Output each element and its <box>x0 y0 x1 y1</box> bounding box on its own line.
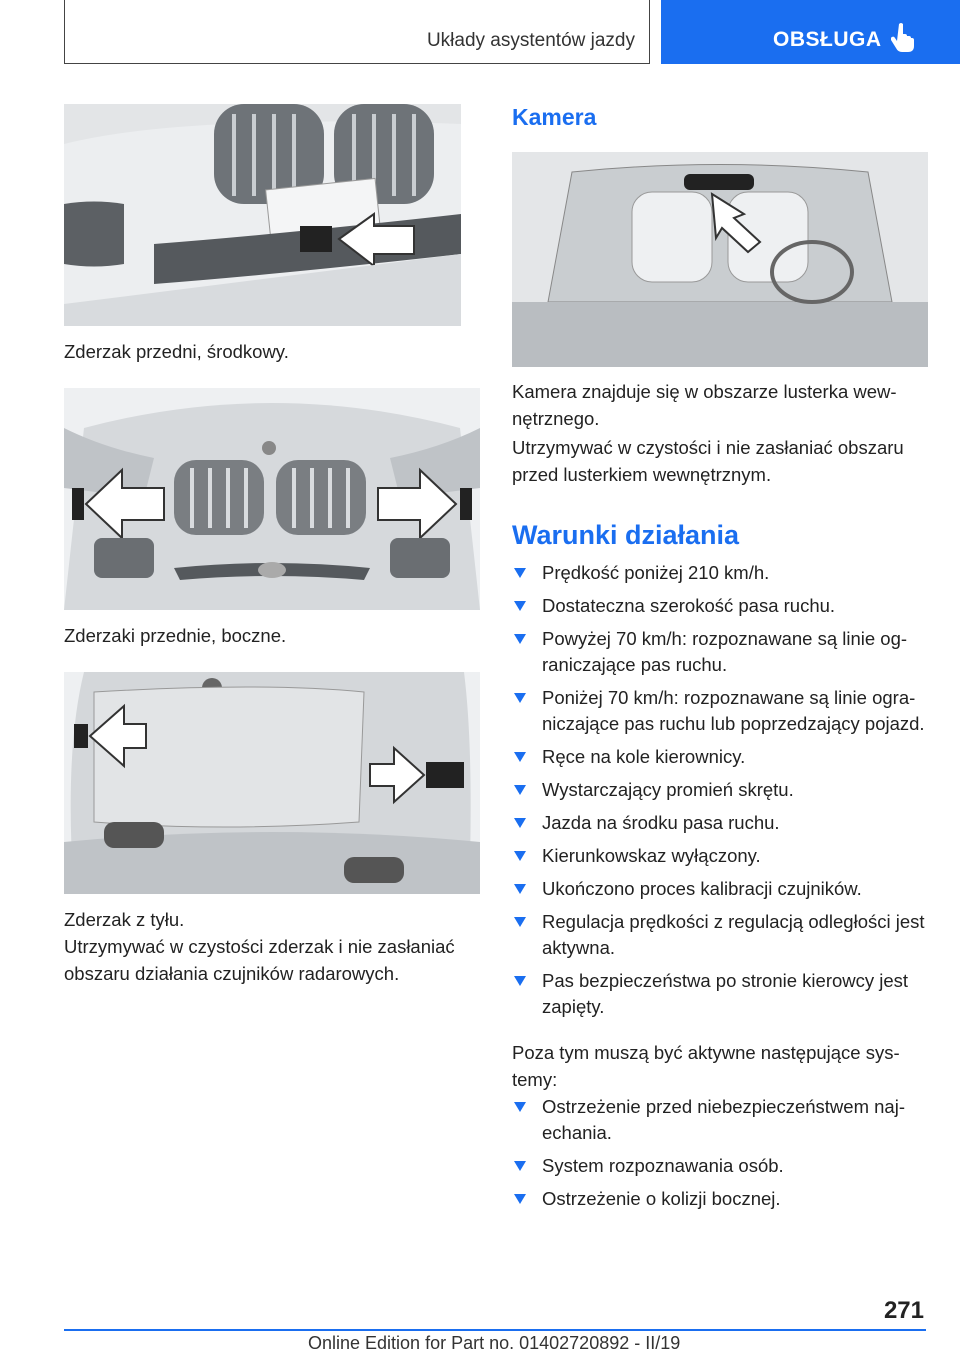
bullet-triangle-icon <box>514 752 526 762</box>
figure-camera-interior <box>512 152 928 367</box>
figure-front-bumper-sides <box>64 388 480 610</box>
list-item: Ostrzeżenie przed niebezpieczeństwem naj… <box>512 1094 927 1146</box>
caption-rear-bumper: Zderzak z tyłu. <box>64 909 185 930</box>
list-item: Jazda na środku pasa ruchu. <box>512 810 927 836</box>
list-item: System rozpoznawania osób. <box>512 1153 927 1179</box>
list-item: Powyżej 70 km/h: rozpoznawane są linie o… <box>512 626 927 678</box>
bullet-triangle-icon <box>514 785 526 795</box>
list-item: Ostrzeżenie o kolizji bocznej. <box>512 1186 927 1212</box>
paragraph-camera-keep-clean: Utrzymywać w czystości i nie zasłaniać o… <box>512 437 904 485</box>
heading-operating-conditions: Warunki działania <box>512 520 740 550</box>
bullet-triangle-icon <box>514 884 526 894</box>
list-item: Wystarczający promień skrętu. <box>512 777 927 803</box>
list-item: Pas bezpieczeństwa po stronie kierowcy j… <box>512 968 927 1020</box>
footer-edition: Online Edition for Part no. 01402720892 … <box>308 1333 681 1353</box>
conditions-list: Prędkość poniżej 210 km/h. Dostateczna s… <box>512 560 927 1027</box>
bullet-triangle-icon <box>514 818 526 828</box>
heading-camera: Kamera <box>512 104 597 130</box>
caption-front-bumper-center: Zderzak przedni, środkowy. <box>64 341 289 362</box>
page-number: 271 <box>883 1297 924 1324</box>
bullet-triangle-icon <box>514 917 526 927</box>
bullet-triangle-icon <box>514 1161 526 1171</box>
paragraph-required-systems: Poza tym muszą być aktywne następujące s… <box>512 1042 900 1090</box>
paragraph-camera-location: Kamera znajduje się w obszarze lusterka … <box>512 381 897 429</box>
chapter-tab-label: OBSŁUGA <box>773 28 882 51</box>
bullet-triangle-icon <box>514 568 526 578</box>
list-item: Kierunkowskaz wyłączony. <box>512 843 927 869</box>
figure-rear-bumper <box>64 672 480 894</box>
list-item: Ukończono proces kalibracji czujników. <box>512 876 927 902</box>
systems-list: Ostrzeżenie przed niebezpieczeństwem naj… <box>512 1094 927 1219</box>
bullet-triangle-icon <box>514 601 526 611</box>
list-item: Regulacja prędkości z regulacją odległoś… <box>512 909 927 961</box>
header-section-title: Układy asystentów jazdy <box>426 30 635 51</box>
caption-front-bumper-sides: Zderzaki przednie, boczne. <box>64 625 287 646</box>
hand-pointer-icon <box>891 23 914 52</box>
footer-divider <box>64 1329 926 1331</box>
list-item: Ręce na kole kierownicy. <box>512 744 927 770</box>
list-item: Dostateczna szerokość pasa ruchu. <box>512 593 927 619</box>
bullet-triangle-icon <box>514 1194 526 1204</box>
bullet-triangle-icon <box>514 634 526 644</box>
bullet-triangle-icon <box>514 976 526 986</box>
bullet-triangle-icon <box>514 1102 526 1112</box>
bullet-triangle-icon <box>514 693 526 703</box>
figure-front-bumper-center <box>64 104 461 326</box>
paragraph-keep-clean-radar: Utrzymywać w czystości zderzak i nie zas… <box>64 936 455 984</box>
list-item: Poniżej 70 km/h: rozpoznawane są linie o… <box>512 685 927 737</box>
list-item: Prędkość poniżej 210 km/h. <box>512 560 927 586</box>
bullet-triangle-icon <box>514 851 526 861</box>
header-chapter-tab[interactable]: OBSŁUGA <box>661 0 960 64</box>
header-section-box: Układy asystentów jazdy <box>64 0 650 64</box>
